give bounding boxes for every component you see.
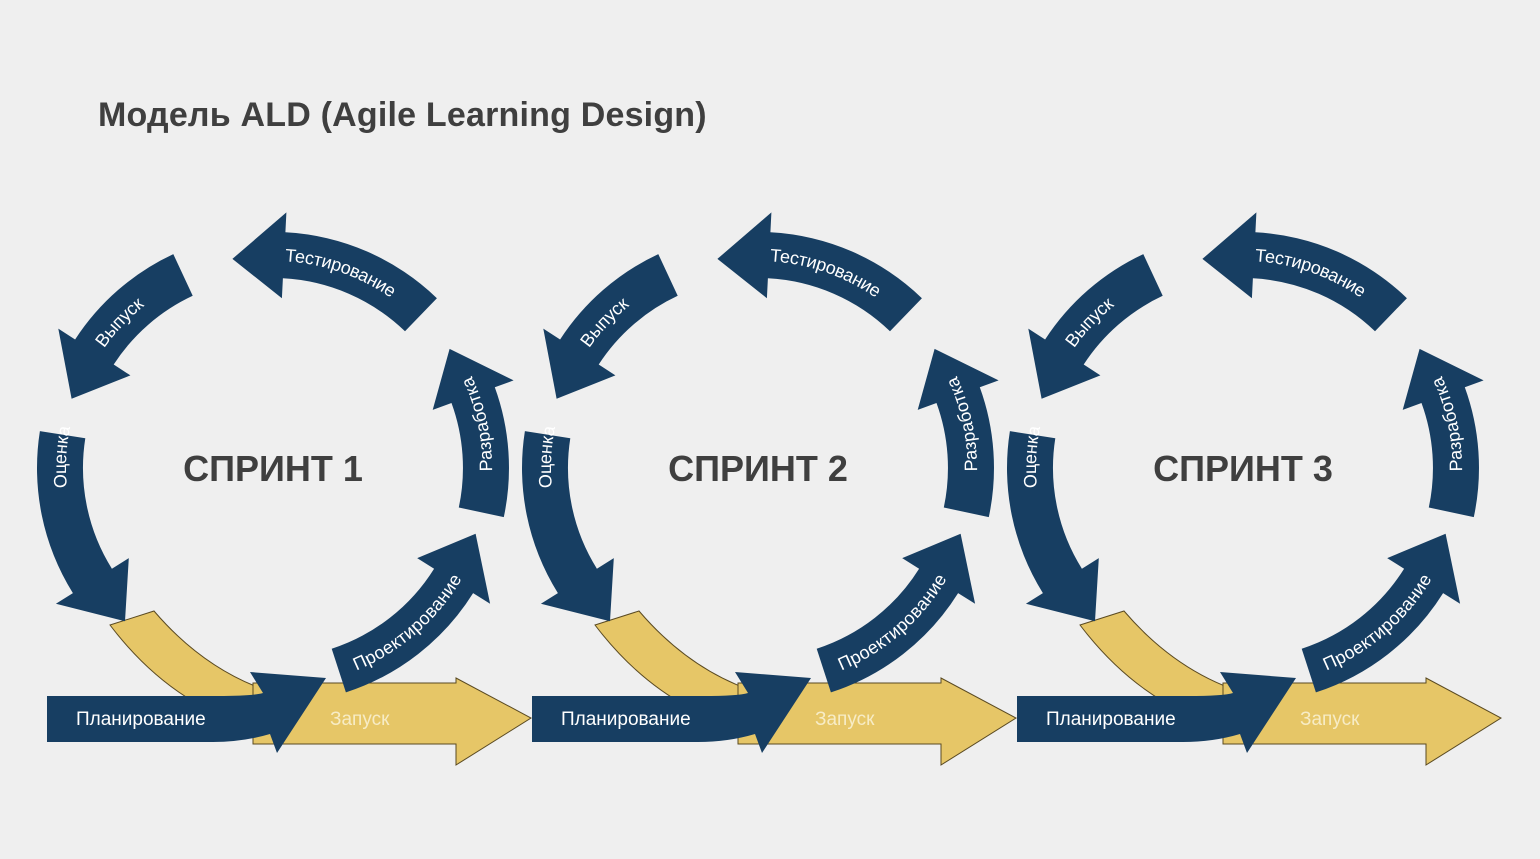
testing-arrow-icon	[1202, 212, 1407, 332]
planning-label: Планирование	[76, 709, 206, 730]
launch-label: Запуск	[330, 709, 390, 730]
release-arrow-icon	[543, 254, 678, 399]
planning-arrow-shape	[47, 672, 326, 753]
sprint-label: СПРИНТ 2	[668, 448, 848, 489]
planning-arrow-shape	[532, 672, 811, 753]
evaluation-arrow-icon	[37, 431, 129, 622]
testing-arrow-icon	[717, 212, 922, 332]
development-arrow-icon	[1402, 348, 1484, 518]
testing-arrow-icon	[232, 212, 437, 332]
evaluation-label: Оценка	[50, 423, 74, 488]
sprint-label: СПРИНТ 1	[183, 448, 363, 489]
sprint-1: ЗапускПланированиеПроектированиеРазработ…	[37, 212, 532, 766]
release-arrow-icon	[58, 254, 193, 399]
evaluation-arrow-icon	[522, 431, 614, 622]
launch-arrow-shape	[1222, 677, 1502, 766]
evaluation-arrow-icon	[1007, 431, 1099, 622]
development-arrow-icon	[917, 348, 999, 518]
launch-label: Запуск	[815, 709, 875, 730]
release-arrow-icon	[1028, 254, 1163, 399]
planning-arrow-shape	[1017, 672, 1296, 753]
development-arrow-icon	[432, 348, 514, 518]
launch-label: Запуск	[1300, 709, 1360, 730]
launch-arrow-shape	[252, 677, 532, 766]
design-arrow-icon	[816, 533, 976, 693]
sprint-2: ЗапускПланированиеПроектированиеРазработ…	[522, 212, 1017, 766]
design-arrow-icon	[331, 533, 491, 693]
diagram-title: Модель ALD (Agile Learning Design)	[98, 96, 707, 134]
planning-label: Планирование	[561, 709, 691, 730]
sprint-3: ЗапускПланированиеПроектированиеРазработ…	[1007, 212, 1502, 766]
planning-label: Планирование	[1046, 709, 1176, 730]
evaluation-label: Оценка	[1020, 423, 1044, 488]
sprint-label: СПРИНТ 3	[1153, 448, 1333, 489]
launch-arrow-shape	[737, 677, 1017, 766]
design-arrow-icon	[1301, 533, 1461, 693]
evaluation-label: Оценка	[535, 423, 559, 488]
